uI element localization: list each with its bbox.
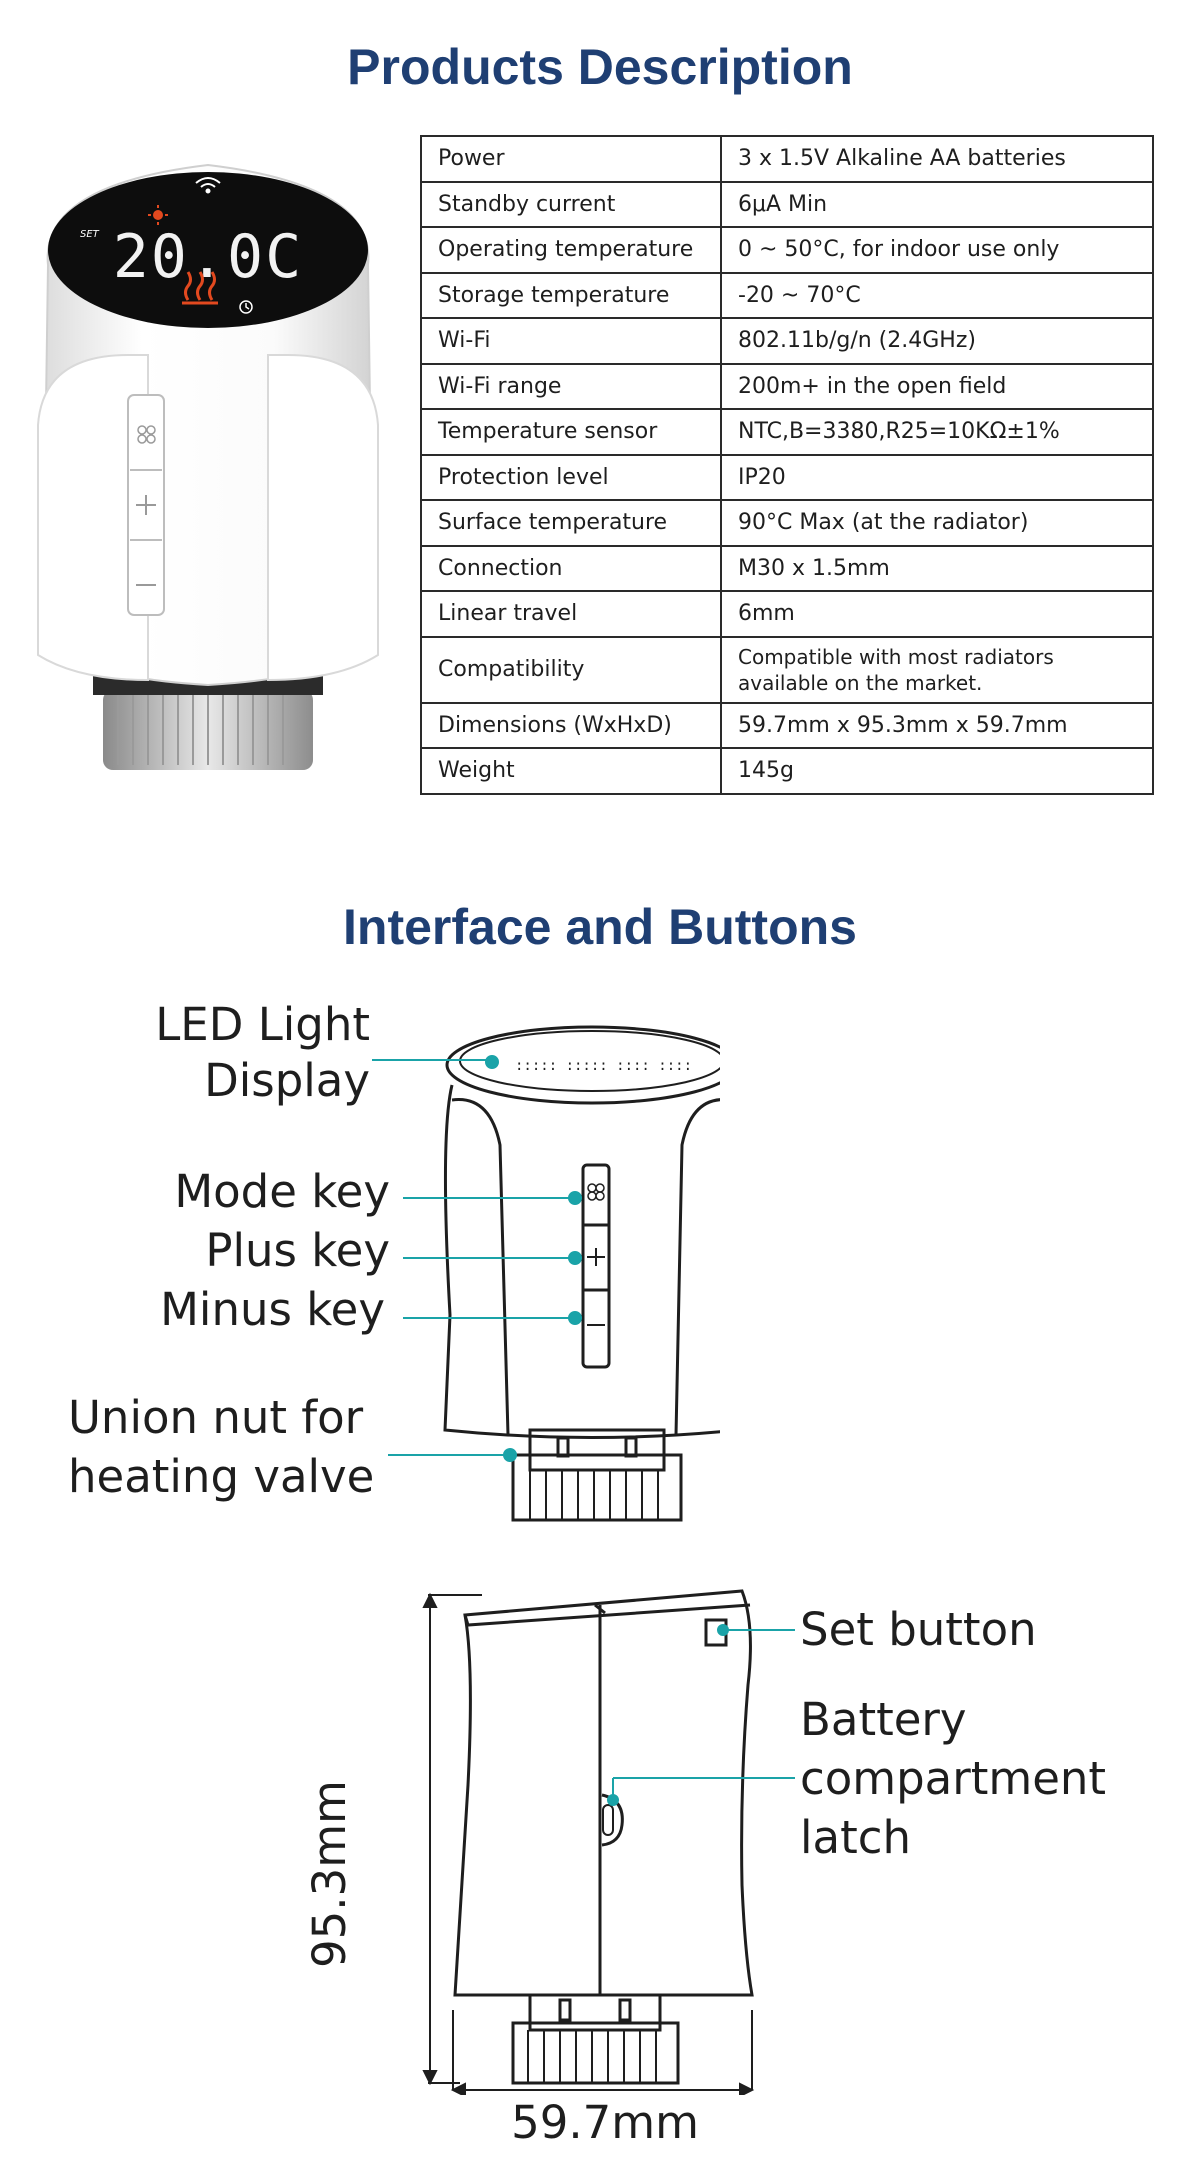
spec-value: Compatible with most radiators available… xyxy=(720,635,1154,704)
spec-label: Weight xyxy=(420,747,722,795)
spec-value: -20 ~ 70°C xyxy=(720,271,1154,319)
spec-value: 59.7mm x 95.3mm x 59.7mm xyxy=(720,701,1154,749)
dimension-width: 59.7mm xyxy=(511,2096,699,2149)
spec-label: Standby current xyxy=(420,180,722,228)
label-union-line1: Union nut for xyxy=(68,1391,364,1444)
label-led-line2: Display xyxy=(204,1054,370,1107)
section-title-interface: Interface and Buttons xyxy=(343,899,857,955)
spec-value: 6mm xyxy=(720,590,1154,638)
dimension-height: 95.3mm xyxy=(303,1780,356,1968)
spec-label: Operating temperature xyxy=(420,226,722,274)
spec-label: Storage temperature xyxy=(420,271,722,319)
label-set-button: Set button xyxy=(800,1603,1037,1656)
label-union-line2: heating valve xyxy=(68,1450,375,1503)
front-callouts xyxy=(372,1055,582,1462)
spec-label: Power xyxy=(420,135,722,183)
spec-label: Wi-Fi range xyxy=(420,362,722,410)
svg-text:::::: ::::: :::: ::::: ::::: ::::: :::: :::: xyxy=(515,1058,692,1074)
display-set-label: SET xyxy=(80,229,100,240)
label-minus-key: Minus key xyxy=(160,1283,385,1336)
spec-value: 802.11b/g/n (2.4GHz) xyxy=(720,317,1154,365)
label-led-line1: LED Light xyxy=(155,998,370,1051)
spec-label: Linear travel xyxy=(420,590,722,638)
plus-icon xyxy=(587,1248,605,1266)
label-battery-line1: Battery xyxy=(800,1693,967,1746)
label-battery-line3: latch xyxy=(800,1811,911,1864)
spec-value: 145g xyxy=(720,747,1154,795)
spec-label: Temperature sensor xyxy=(420,408,722,456)
spec-label: Wi-Fi xyxy=(420,317,722,365)
spec-label: Protection level xyxy=(420,453,722,501)
section-title-products: Products Description xyxy=(347,39,853,95)
spec-value: 0 ~ 50°C, for indoor use only xyxy=(720,226,1154,274)
spec-value: NTC,B=3380,R25=10KΩ±1% xyxy=(720,408,1154,456)
clock-icon xyxy=(239,300,253,314)
label-battery-line2: compartment xyxy=(800,1752,1107,1805)
spec-value: 90°C Max (at the radiator) xyxy=(720,499,1154,547)
sun-icon xyxy=(148,205,168,225)
spec-label: Surface temperature xyxy=(420,499,722,547)
plus-icon xyxy=(136,495,156,515)
spec-value: 3 x 1.5V Alkaline AA batteries xyxy=(720,135,1154,183)
spec-label: Connection xyxy=(420,544,722,592)
front-line-drawing: ::::: ::::: :::: :::: xyxy=(443,1025,720,1522)
display-reading: 20.0C xyxy=(113,222,304,292)
spec-value: 200m+ in the open field xyxy=(720,362,1154,410)
thermostat-product-image: 20.0C SET xyxy=(37,163,379,770)
table-row: Dimensions (WxHxD)59.7mm x 95.3mm x 59.7… xyxy=(420,701,1154,749)
spec-value: IP20 xyxy=(720,453,1154,501)
table-row: Storage temperature-20 ~ 70°C xyxy=(420,271,1154,319)
heat-icon xyxy=(182,271,218,305)
wifi-icon xyxy=(195,177,221,194)
label-mode-key: Mode key xyxy=(174,1165,390,1218)
spec-label: Dimensions (WxHxD) xyxy=(420,701,722,749)
spec-value: M30 x 1.5mm xyxy=(720,544,1154,592)
spec-value: 6μA Min xyxy=(720,180,1154,228)
label-plus-key: Plus key xyxy=(205,1224,390,1277)
mode-icon xyxy=(587,1183,605,1201)
mode-icon xyxy=(137,425,156,444)
spec-label: Compatibility xyxy=(420,635,722,704)
